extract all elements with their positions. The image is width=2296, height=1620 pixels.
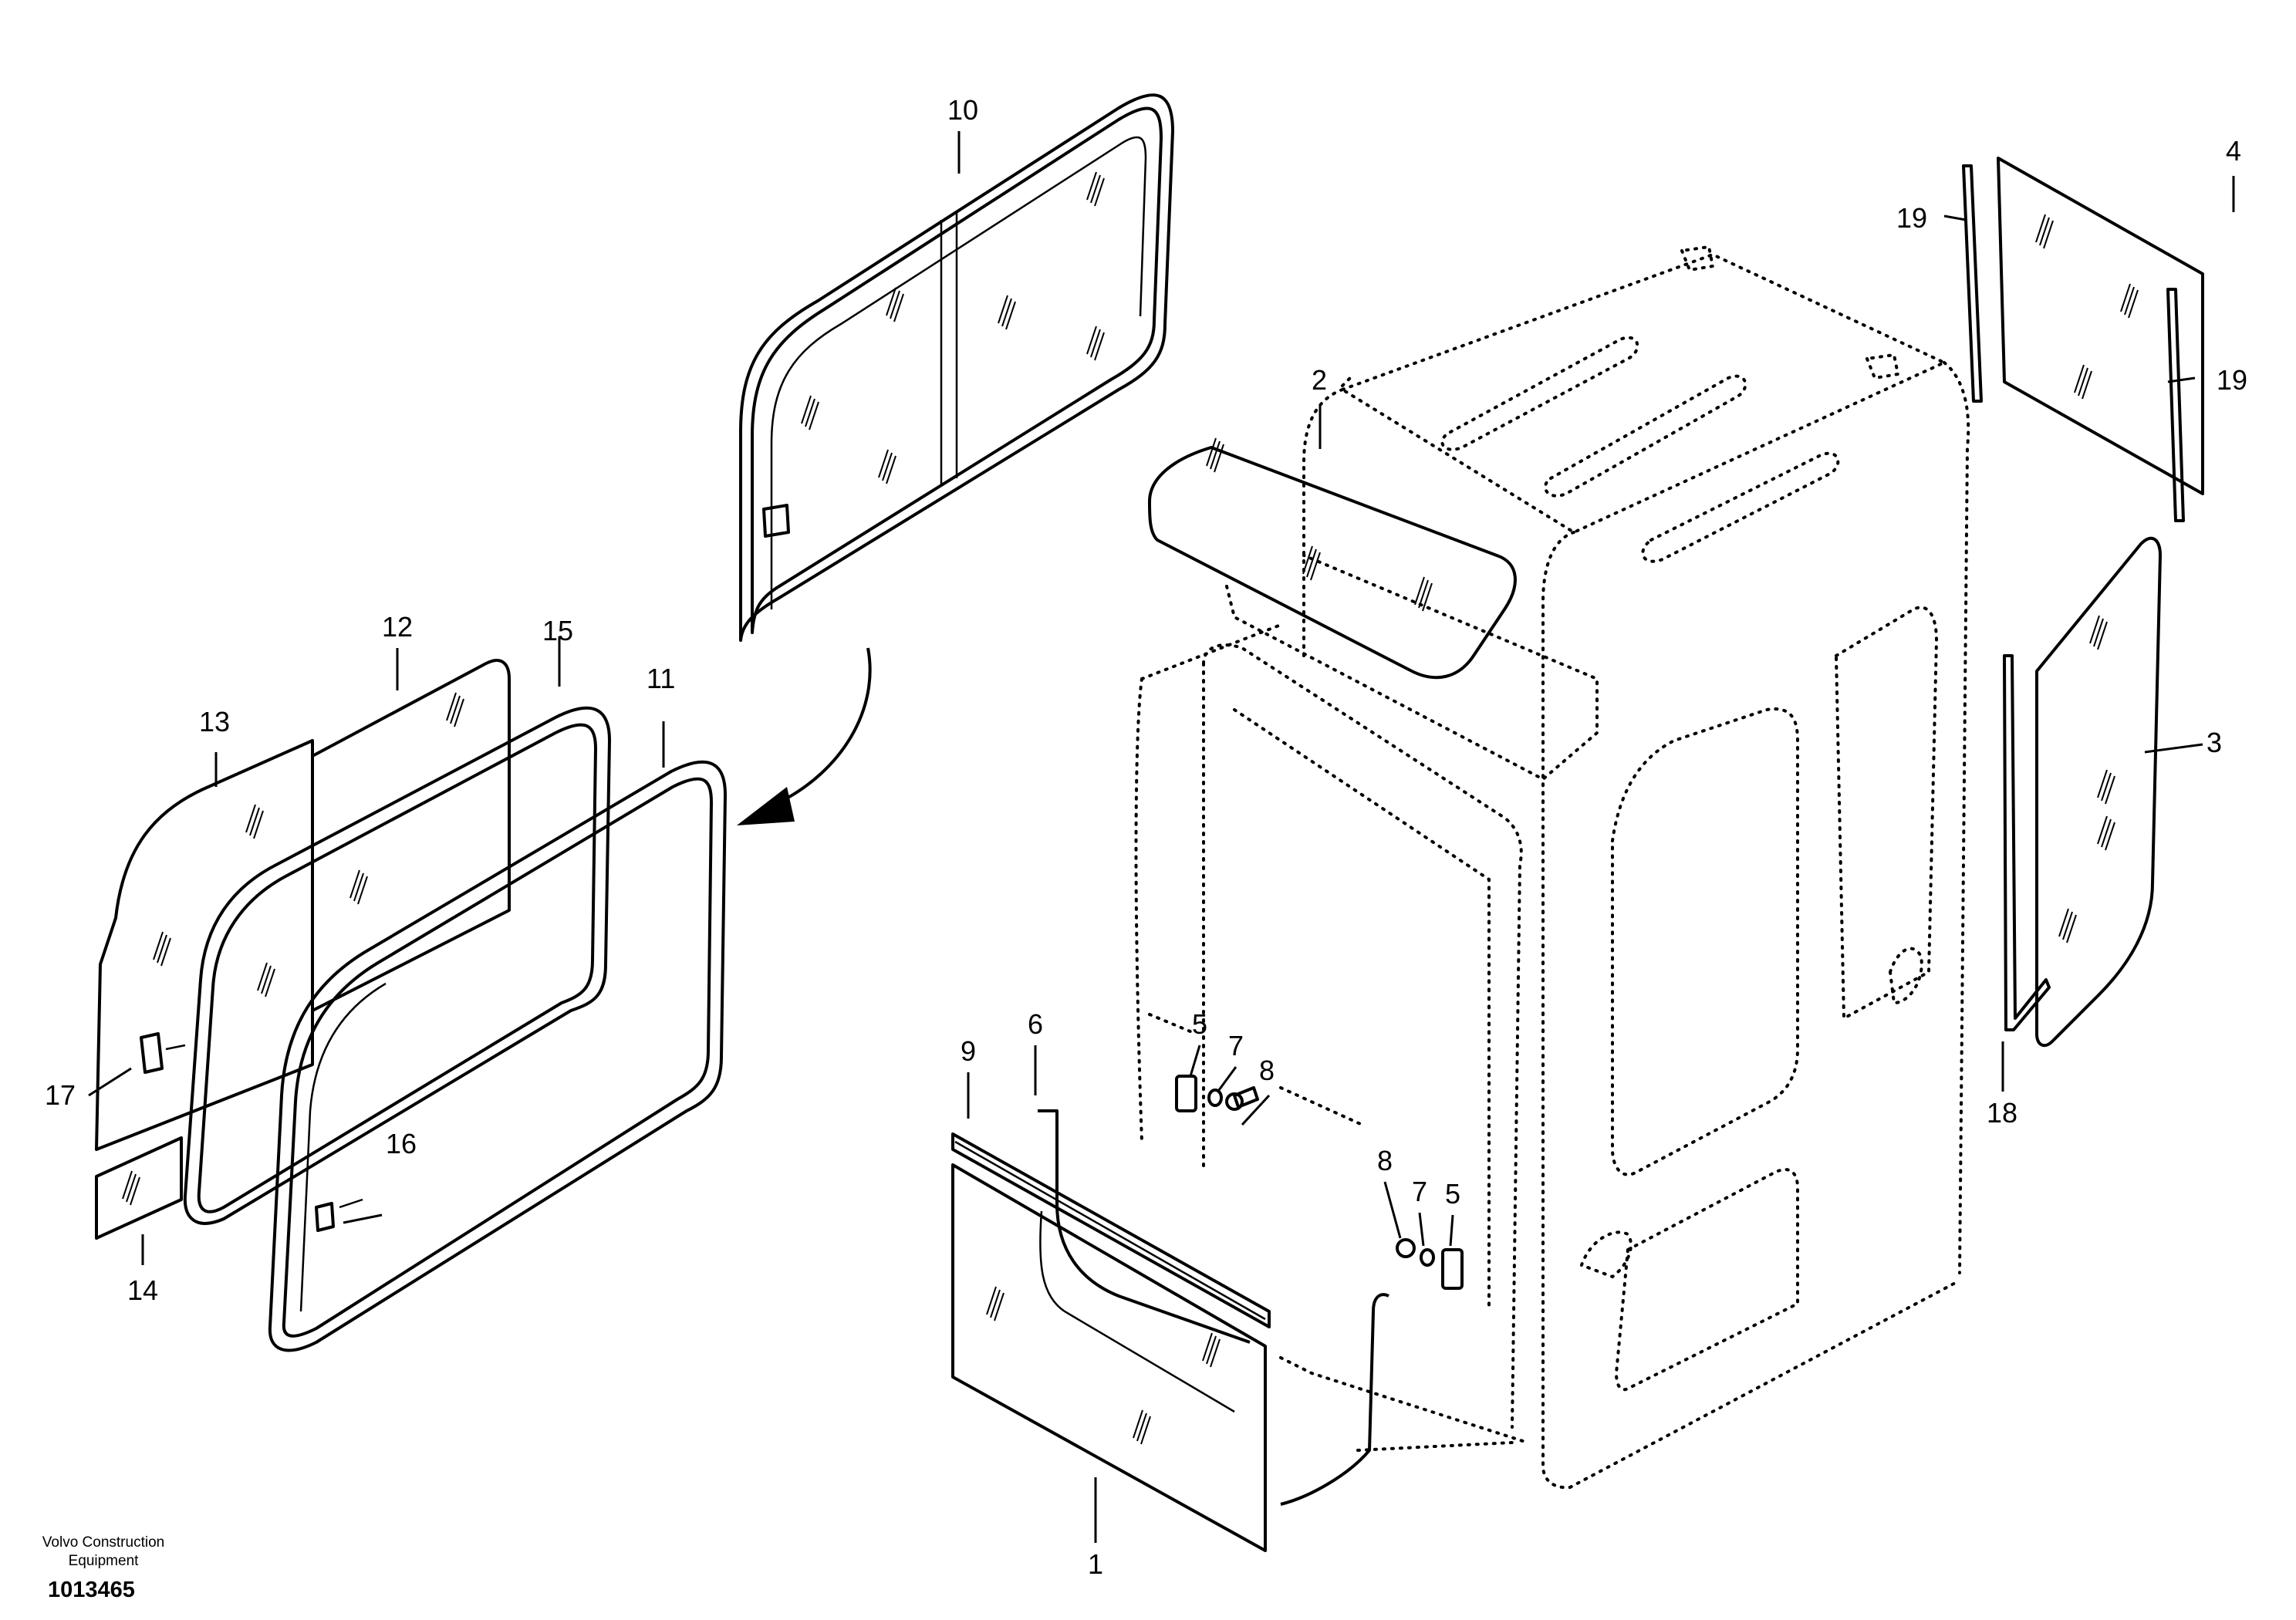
callout-17: 17 — [45, 1079, 76, 1111]
callout-4: 4 — [2226, 135, 2241, 167]
glint-mark — [878, 449, 896, 484]
glint-mark — [986, 1286, 1004, 1321]
glint-mark — [2089, 615, 2108, 650]
direction-arrow — [737, 647, 872, 825]
part-14-lower-glass — [95, 1136, 183, 1240]
callout-7-right: 7 — [1412, 1176, 1427, 1207]
callout-19-left: 19 — [1896, 202, 1927, 234]
callout-2: 2 — [1312, 364, 1327, 396]
part-19-seals — [1962, 164, 2185, 522]
glint-mark — [1086, 326, 1105, 361]
part-3-rear-glass — [2035, 536, 2162, 1048]
callout-15: 15 — [542, 615, 573, 646]
callout-7-left: 7 — [1228, 1030, 1244, 1061]
glint-mark — [1302, 545, 1321, 581]
callout-5-left: 5 — [1192, 1008, 1207, 1040]
callout-12: 12 — [382, 611, 413, 643]
callout-11: 11 — [647, 663, 675, 694]
glint-mark — [2035, 214, 2054, 249]
glint-mark — [446, 692, 464, 727]
glint-mark — [2058, 908, 2077, 943]
callout-5-right: 5 — [1445, 1178, 1460, 1210]
part-1-lower-front-glass — [951, 1163, 1267, 1552]
callout-labels: 10 1 2 4 19 19 3 18 1 6 9 5 7 8 8 7 5 12… — [45, 94, 2247, 1580]
part-18-seal — [2003, 654, 2051, 1031]
callout-14: 14 — [127, 1274, 158, 1306]
brand-line-2: Equipment — [68, 1553, 139, 1569]
drawing-number: 1013465 — [48, 1578, 135, 1602]
glint-mark — [245, 804, 264, 839]
part-9-rubber-strip — [951, 1132, 1271, 1328]
part-4-side-glass — [1997, 157, 2204, 495]
callout-16: 16 — [386, 1128, 417, 1159]
glint-mark — [1086, 171, 1105, 207]
glint-mark — [1414, 576, 1433, 612]
glint-mark — [2097, 815, 2115, 851]
glint-mark — [1206, 437, 1224, 473]
part-12-door-glass-upper — [311, 659, 511, 1012]
glint-mark — [349, 869, 368, 905]
fasteners — [1175, 1075, 1464, 1290]
glint-mark — [998, 295, 1016, 330]
callout-19-right: 19 — [2217, 364, 2247, 396]
callout-8-left: 8 — [1259, 1055, 1275, 1086]
part-10-sliding-window — [739, 93, 1174, 642]
brand-caption: Volvo Construction Equipment — [26, 1534, 181, 1571]
callout-13: 13 — [199, 706, 230, 737]
glint-mark — [886, 287, 904, 322]
glass-reflection-marks — [122, 171, 2139, 1445]
callout-9: 9 — [961, 1035, 976, 1067]
callout-6: 6 — [1028, 1008, 1043, 1040]
glint-mark — [1133, 1409, 1151, 1445]
callout-8-right: 8 — [1377, 1145, 1393, 1176]
glint-mark — [801, 395, 819, 430]
glint-mark — [2074, 364, 2092, 400]
part-2-roof-glass — [1148, 446, 1517, 680]
callout-18: 18 — [1987, 1097, 2017, 1129]
callout-10: 10 — [947, 94, 978, 126]
cab-frame — [1134, 245, 1970, 1490]
brand-line-1: Volvo Construction — [42, 1534, 165, 1551]
part-6-seal — [1038, 1109, 1389, 1506]
callout-3: 3 — [2207, 727, 2222, 758]
callout-1: 1 — [1088, 1548, 1103, 1580]
parts-16-17-latches — [140, 1032, 363, 1232]
part-15-door-frame-seal — [183, 706, 611, 1225]
part-13-door-glass-front — [95, 739, 314, 1151]
glint-mark — [2120, 283, 2139, 319]
glint-mark — [257, 962, 275, 997]
glint-mark — [2097, 769, 2115, 805]
glint-mark — [153, 931, 171, 967]
part-11-door-frame — [268, 760, 727, 1352]
leader-lines — [88, 131, 2235, 1543]
glint-mark — [122, 1170, 140, 1206]
glint-mark — [1202, 1332, 1221, 1368]
